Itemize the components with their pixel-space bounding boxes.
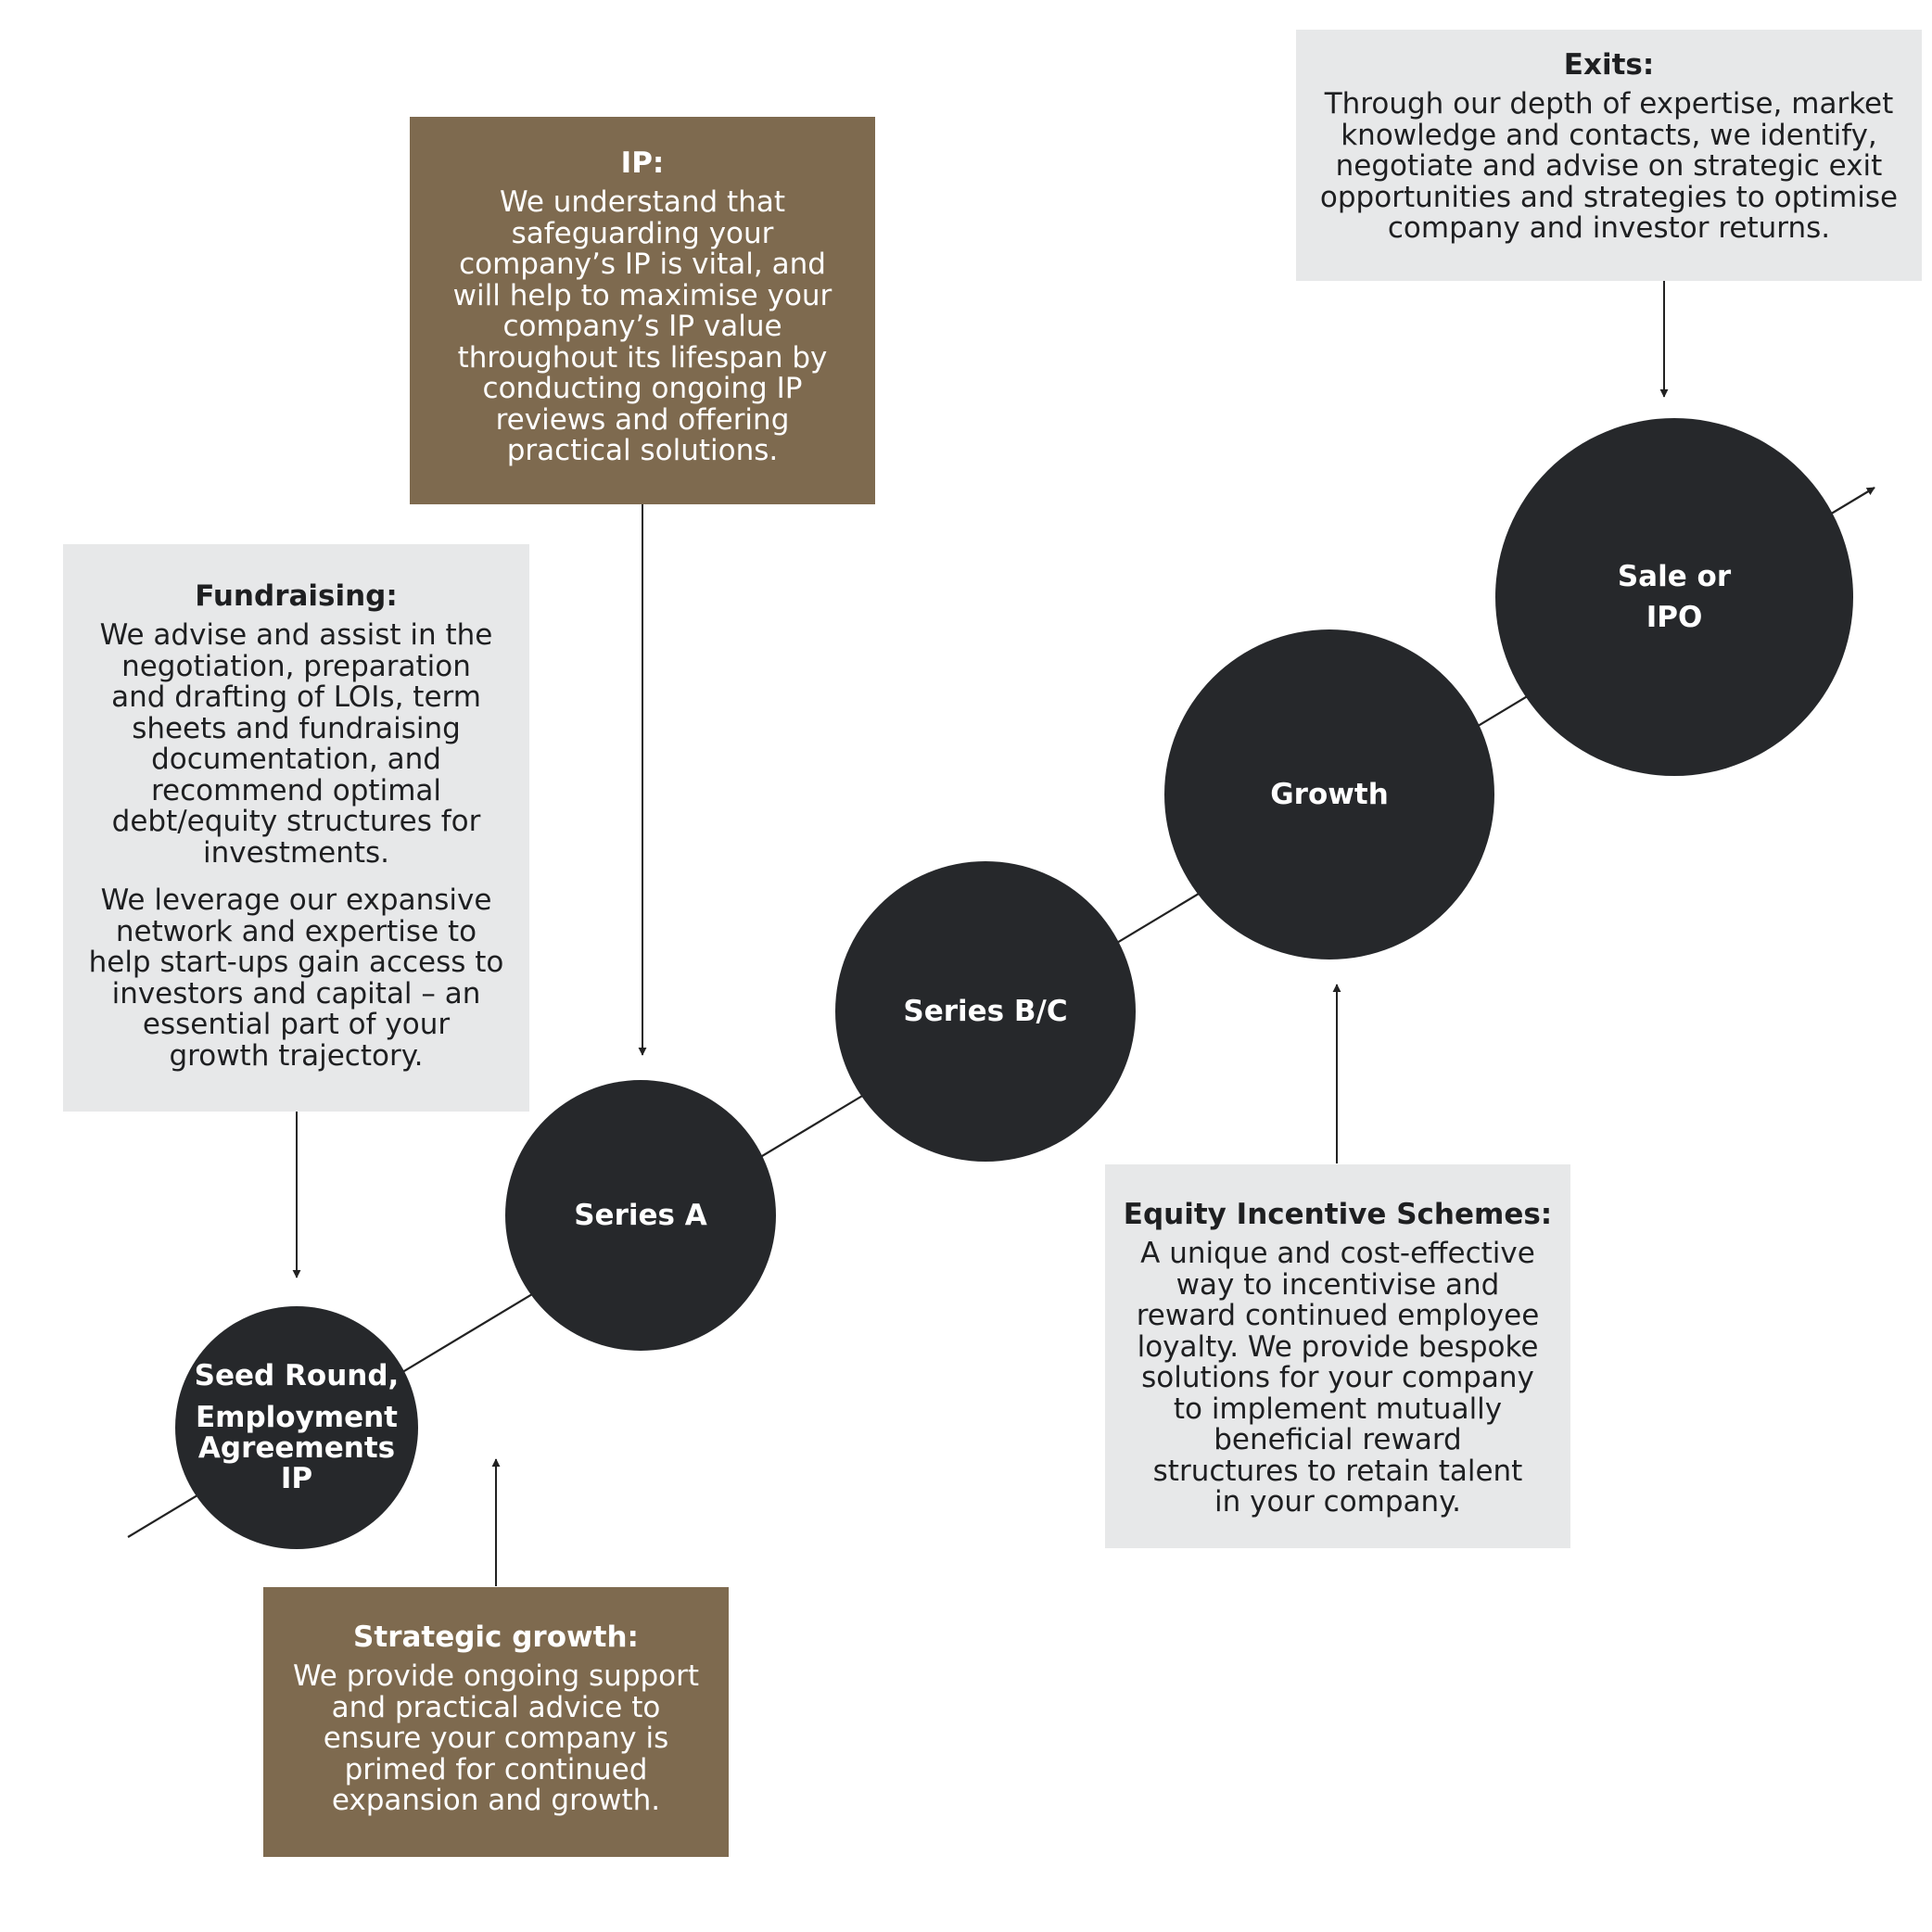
stage-growth-label: Growth	[1270, 778, 1389, 811]
stage-seed-label-3: Agreements	[197, 1431, 396, 1465]
fundraising-title: Fundraising:	[195, 579, 398, 613]
stage-sale-label-1: Sale or	[1617, 560, 1732, 593]
fundraising-box: Fundraising: We advise and assist in the…	[63, 544, 529, 1112]
ip-description: We understand that safeguarding your com…	[452, 185, 833, 467]
stage-growth: Growth	[1164, 629, 1494, 960]
stage-series-a: Series A	[505, 1080, 776, 1351]
ip-title: IP:	[620, 146, 665, 180]
stage-series-bc-label: Series B/C	[903, 995, 1068, 1028]
ip-box: IP: We understand that safeguarding your…	[410, 117, 875, 504]
strategic-growth-description: We provide ongoing support and practical…	[292, 1659, 700, 1817]
equity-incentive-title: Equity Incentive Schemes:	[1123, 1198, 1553, 1231]
stage-series-bc: Series B/C	[835, 861, 1136, 1162]
equity-incentive-box: Equity Incentive Schemes: A unique and c…	[1105, 1164, 1570, 1548]
exits-description: Through our depth of expertise, market k…	[1319, 87, 1899, 245]
fundraising-paragraph-1: We advise and assist in the negotiation,…	[99, 618, 493, 870]
strategic-growth-title: Strategic growth:	[353, 1621, 639, 1654]
stage-seed-round: Seed Round, Employment Agreements IP	[175, 1306, 418, 1549]
exits-box: Exits: Through our depth of expertise, m…	[1296, 30, 1922, 281]
equity-incentive-description: A unique and cost-effective way to incen…	[1136, 1237, 1540, 1519]
stage-seed-label-1: Seed Round,	[194, 1359, 400, 1392]
strategic-growth-box: Strategic growth: We provide ongoing sup…	[263, 1587, 729, 1857]
stage-sale-label-2: IPO	[1646, 601, 1703, 634]
stage-series-a-label: Series A	[574, 1199, 707, 1232]
stage-seed-label-4: IP	[280, 1462, 313, 1495]
fundraising-paragraph-2: We leverage our expansive network and ex…	[88, 883, 504, 1073]
exits-title: Exits:	[1563, 48, 1655, 82]
stage-sale-or-ipo: Sale or IPO	[1495, 418, 1853, 776]
stage-seed-label-2: Employment	[195, 1401, 398, 1434]
